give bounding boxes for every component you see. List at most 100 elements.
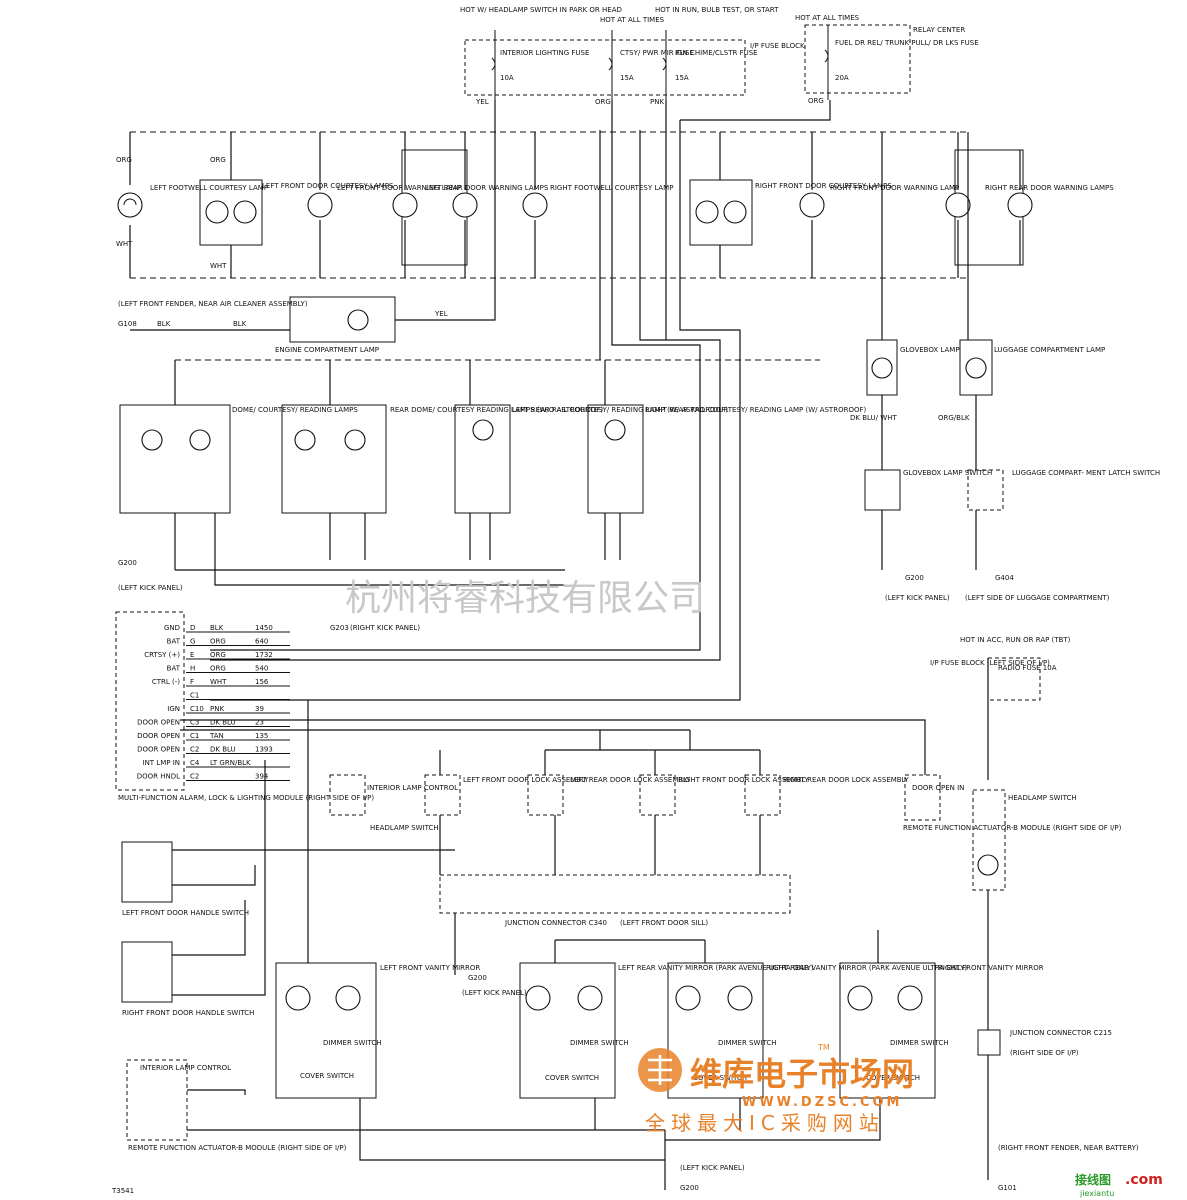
c340-loc: (LEFT FRONT DOOR SILL) xyxy=(620,919,708,927)
module-pin-color: BLK xyxy=(210,624,224,632)
radio-fuse-label: RADIO FUSE 10A xyxy=(998,664,1057,672)
module-pin-id: C2 xyxy=(190,773,199,781)
ip-fuse-block: HOT W/ HEADLAMP SWITCH IN PARK OR HEAD H… xyxy=(460,6,805,106)
lf-door-handle-switch: LEFT FRONT DOOR HANDLE SWITCH xyxy=(121,841,455,917)
svg-text:ORG/BLK: ORG/BLK xyxy=(938,414,970,422)
module-pin-color: LT GRN/BLK xyxy=(210,759,251,767)
lr-vanity-label: LEFT REAR VANITY MIRROR (PARK AVENUE ULT… xyxy=(618,964,814,972)
right-front-door-warning-lamp: RIGHT FRONT DOOR WARNING LAMP xyxy=(799,132,959,278)
module-label: MULTI-FUNCTION ALARM, LOCK & LIGHTING MO… xyxy=(118,794,374,802)
org-wire-label: ORG xyxy=(595,98,611,106)
ctsy-fuse-amp: 15A xyxy=(620,74,634,82)
dzsc-brand: 维库电子市场网 xyxy=(690,1055,914,1093)
module-pin-circuit: 540 xyxy=(255,665,268,673)
pnk-wire-label: PNK xyxy=(650,98,664,106)
radio-fuse: HOT IN ACC, RUN OR RAP (TBT) RADIO FUSE … xyxy=(930,636,1071,780)
junction-c215: JUNCTION CONNECTOR C215 (RIGHT SIDE OF I… xyxy=(977,1029,1139,1192)
module-pin-id: H xyxy=(190,665,195,673)
left-footwell-label: LEFT FOOTWELL COURTESY LAMP xyxy=(150,184,268,192)
ign-fuse-amp: 15A xyxy=(675,74,689,82)
svg-text:YEL: YEL xyxy=(434,310,448,318)
door-open-module: DOOR OPEN IN REMOTE FUNCTION ACTUATOR-B … xyxy=(180,719,1122,832)
rr-warning-label: RIGHT REAR DOOR WARNING LAMPS xyxy=(985,184,1114,192)
lr-lock-label: LEFT REAR DOOR LOCK ASSEMBLY xyxy=(570,776,691,784)
svg-text:WHT: WHT xyxy=(116,240,133,248)
svg-text:ORG: ORG xyxy=(116,156,132,164)
module-pin-name: IGN xyxy=(167,705,180,713)
yel-wire-label: YEL xyxy=(475,98,489,106)
left-front-door-warning-lamp: LEFT FRONT DOOR WARNING LAMP xyxy=(307,132,461,278)
module-pin-circuit: 640 xyxy=(255,638,268,646)
svg-text:BLK: BLK xyxy=(157,320,171,328)
c215-loc: (RIGHT SIDE OF I/P) xyxy=(1010,1049,1079,1057)
g200-label-top: G200 xyxy=(118,559,137,567)
svg-text:DIMMER SWITCH: DIMMER SWITCH xyxy=(718,1039,777,1047)
glovebox-lamp-switch: GLOVEBOX LAMP SWITCH G200 (LEFT KICK PAN… xyxy=(864,469,992,602)
glovebox-lamp: GLOVEBOX LAMP DK BLU/ WHT xyxy=(850,132,960,470)
ign-fuse-name: IGN CHIME/CLSTR FUSE xyxy=(675,49,758,57)
lf-vanity-label: LEFT FRONT VANITY MIRROR xyxy=(380,964,480,972)
figure-number: T3541 xyxy=(111,1187,134,1195)
headlamp-switch-label: HEADLAMP SWITCH xyxy=(1008,794,1077,802)
jiexiantu-com: .com xyxy=(1125,1172,1163,1188)
jiexiantu-url: jiexiantu xyxy=(1079,1189,1114,1198)
ctsy-fuse-name: CTSY/ PWR MIR FUSE xyxy=(620,49,694,57)
module-pin-id: C2 xyxy=(190,746,199,754)
c215-label: JUNCTION CONNECTOR C215 xyxy=(1009,1029,1112,1037)
luggage-lamp: LUGGAGE COMPARTMENT LAMP ORG/BLK xyxy=(938,132,1105,470)
module-pin-name: GND xyxy=(164,624,180,632)
company-watermark: 杭州将睿科技有限公司 xyxy=(345,578,705,619)
module-pin-id: C1 xyxy=(190,732,199,740)
module-pin-color: ORG xyxy=(210,665,226,673)
dzsc-slogan: 全球最大IC采购网站 xyxy=(645,1111,885,1135)
ign-fuse-hot-label: HOT IN RUN, BULB TEST, OR START xyxy=(655,6,779,14)
rr-vanity-label: RIGHT REAR VANITY MIRROR (PARK AVENUE UL… xyxy=(766,964,967,972)
g203-loc: (RIGHT KICK PANEL) xyxy=(350,624,420,632)
ilc-bottom: INTERIOR LAMP CONTROL REMOTE FUNCTION AC… xyxy=(126,1059,665,1152)
left-rear-door-warning-lamps: LEFT REAR DOOR WARNING LAMPS xyxy=(392,132,549,278)
module-pin-circuit: 156 xyxy=(255,678,269,686)
headlamp-switch: HEADLAMP SWITCH xyxy=(972,789,1077,1180)
glovebox-lamp-label: GLOVEBOX LAMP xyxy=(900,346,960,354)
left-rear-rail-lamp: LEFT REAR RAIL COURTESY/ READING LAMP (W… xyxy=(454,360,728,514)
relay-fuse-name: FUEL DR REL/ TRUNK PULL/ DR LKS FUSE xyxy=(835,39,979,47)
rf-door-handle-switch: RIGHT FRONT DOOR HANDLE SWITCH xyxy=(121,760,266,1017)
svg-text:ORG: ORG xyxy=(210,156,226,164)
left-footwell-lamp: LEFT FOOTWELL COURTESY LAMP ORG WHT xyxy=(116,132,268,278)
svg-text:(LEFT KICK PANEL): (LEFT KICK PANEL) xyxy=(885,594,950,602)
module-pin-id: D xyxy=(190,624,195,632)
lf-lock-label: LEFT FRONT DOOR LOCK ASSEMBLY xyxy=(463,776,589,784)
right-front-door-courtesy-lamps: RIGHT FRONT DOOR COURTESY LAMPS xyxy=(689,132,892,278)
c340-label: JUNCTION CONNECTOR C340 xyxy=(504,919,607,927)
dzsc-tm: TM xyxy=(817,1043,830,1052)
module-pin-name: DOOR OPEN xyxy=(137,746,180,754)
right-rear-rail-lamp: RIGHT REAR RAIL COURTESY/ READING LAMP (… xyxy=(587,360,866,514)
rear-dome-label: REAR DOME/ COURTESY READING LAMPS (W/O A… xyxy=(390,406,603,414)
right-rear-door-warning-lamps: RIGHT REAR DOOR WARNING LAMPS xyxy=(945,132,1114,278)
right-footwell-label: RIGHT FOOTWELL COURTESY LAMP xyxy=(550,184,673,192)
module-pin-name: DOOR HNDL xyxy=(137,773,180,781)
interior-fuse-hot-label: HOT W/ HEADLAMP SWITCH IN PARK OR HEAD xyxy=(460,6,622,14)
svg-text:COVER SWITCH: COVER SWITCH xyxy=(300,1072,354,1080)
glovebox-switch-label: GLOVEBOX LAMP SWITCH xyxy=(903,469,992,477)
right-rail-label: RIGHT REAR RAIL COURTESY/ READING LAMP (… xyxy=(645,406,866,414)
jiexiantu-corner: 接线图 xyxy=(1075,1172,1111,1187)
headlamp-small-label: HEADLAMP SWITCH xyxy=(370,824,439,832)
radio-hot: HOT IN ACC, RUN OR RAP (TBT) xyxy=(960,636,1071,644)
svg-text:DIMMER SWITCH: DIMMER SWITCH xyxy=(890,1039,949,1047)
relay-fuse-hot-label: HOT AT ALL TIMES xyxy=(795,14,860,22)
interior-lamp-control: INTERIOR LAMP CONTROL HEADLAMP SWITCH xyxy=(329,774,458,832)
module-pin-name: CTRL (-) xyxy=(152,678,180,686)
g108-location: (LEFT FRONT FENDER, NEAR AIR CLEANER ASS… xyxy=(118,300,308,308)
module-pin-id: F xyxy=(190,678,194,686)
ilc-label: INTERIOR LAMP CONTROL xyxy=(367,784,458,792)
lr-vanity-mirror: LEFT REAR VANITY MIRROR (PARK AVENUE ULT… xyxy=(519,940,814,1130)
svg-text:G203: G203 xyxy=(330,624,349,632)
lf-warning-label: LEFT FRONT DOOR WARNING LAMP xyxy=(337,184,461,192)
module-pin-name: BAT xyxy=(167,638,181,646)
module-pin-color: ORG xyxy=(210,638,226,646)
module-pin-circuit: 1393 xyxy=(255,746,273,754)
remote-b-label: REMOTE FUNCTION ACTUATOR-B MODULE (RIGHT… xyxy=(903,824,1122,832)
